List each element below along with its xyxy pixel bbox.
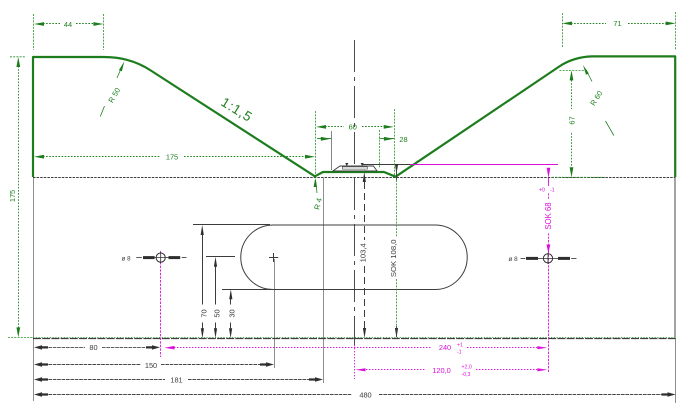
svg-text:44: 44 — [64, 20, 72, 29]
svg-text:-1: -1 — [550, 188, 555, 194]
svg-text:175: 175 — [8, 190, 17, 202]
svg-text:240: 240 — [439, 343, 451, 352]
svg-text:ø 8: ø 8 — [122, 255, 132, 262]
svg-text:80: 80 — [89, 343, 97, 352]
svg-text:28: 28 — [399, 135, 407, 144]
svg-text:181: 181 — [170, 375, 182, 384]
svg-text:103,4: 103,4 — [358, 242, 367, 262]
svg-text:+2,0: +2,0 — [462, 364, 472, 370]
svg-text:70: 70 — [200, 309, 209, 317]
svg-text:SOK 68: SOK 68 — [544, 202, 553, 229]
svg-text:50: 50 — [213, 309, 222, 317]
svg-text:67: 67 — [568, 116, 577, 124]
svg-text:30: 30 — [228, 309, 237, 317]
svg-text:175: 175 — [166, 153, 178, 162]
svg-text:71: 71 — [613, 19, 621, 28]
svg-text:-0,3: -0,3 — [462, 372, 471, 378]
svg-text:SOK 108,0: SOK 108,0 — [389, 239, 398, 277]
svg-text:-1: -1 — [457, 350, 462, 356]
svg-text:120,0: 120,0 — [432, 366, 451, 375]
svg-text:60: 60 — [349, 123, 357, 132]
svg-text:150: 150 — [145, 361, 157, 370]
svg-text:R 4: R 4 — [312, 197, 324, 211]
svg-text:ø 8: ø 8 — [509, 256, 519, 263]
svg-text:480: 480 — [359, 390, 371, 399]
svg-text:+1: +1 — [457, 343, 463, 349]
svg-text:+0: +0 — [539, 188, 545, 194]
